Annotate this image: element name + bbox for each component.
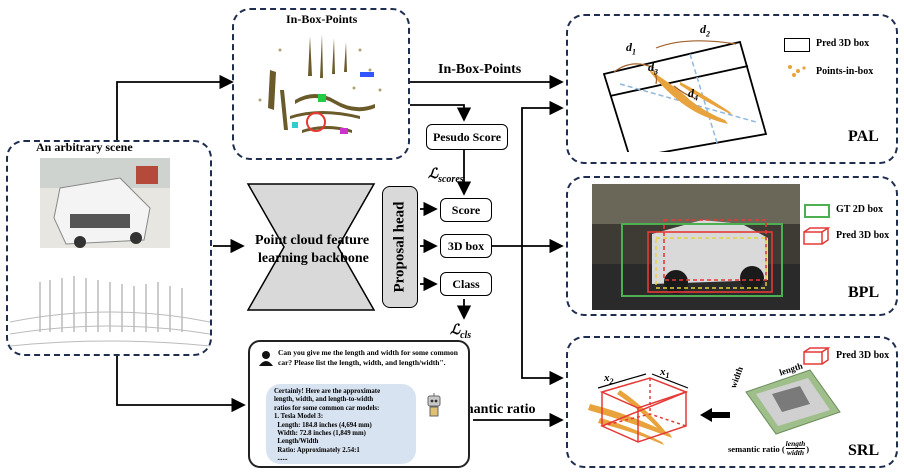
chat-answer-line: length, width, and length-to-width xyxy=(274,396,374,404)
pesudo-score-box: Pesudo Score xyxy=(426,124,508,150)
pal-d1: d1 xyxy=(626,40,636,57)
srl-x2: x2 xyxy=(604,372,614,387)
arrow-scene-to-inbox xyxy=(116,74,234,140)
robot-icon xyxy=(427,393,441,417)
chat-answer-line: Certainly! Here are the approximate xyxy=(274,388,381,395)
pal-d2: d2 xyxy=(700,22,710,39)
bpl-legend-pred-swatch xyxy=(803,227,830,245)
arrow-inbox-to-pseudo xyxy=(410,104,472,122)
in-box-points-panel xyxy=(232,8,410,160)
backbone-label-2: learning backbone xyxy=(258,251,369,266)
srl-left-arrow xyxy=(700,408,730,422)
pal-panel xyxy=(566,14,898,164)
pal-d4: d4 xyxy=(688,86,698,103)
chat-answer-line: ...... xyxy=(274,455,288,463)
score-box: Score xyxy=(440,198,492,222)
srl-x1: x1 xyxy=(660,366,670,381)
in-box-points-arrow-label: In-Box-Points xyxy=(438,62,522,77)
srl-legend-pred-swatch xyxy=(803,347,830,365)
chat-answer-line: Length/Width xyxy=(274,438,319,446)
pal-illustration xyxy=(602,40,768,152)
in-box-points-title: In-Box-Points xyxy=(286,12,358,26)
arrow-scene-to-chat xyxy=(116,356,246,413)
l-cls-label: ℒcls xyxy=(450,323,472,341)
user-icon xyxy=(259,351,273,366)
box3d-box: 3D box xyxy=(440,234,492,258)
pal-legend-pred-swatch xyxy=(784,38,810,52)
pal-legend-points-swatch xyxy=(788,65,806,77)
srl-legend-pred-label: Pred 3D box xyxy=(836,350,890,361)
backbone-label-1: Point cloud feature xyxy=(255,233,370,248)
arrow-bus-to-pal xyxy=(521,100,564,246)
bpl-title: BPL xyxy=(848,284,880,301)
pal-legend-pred-label: Pred 3D box xyxy=(816,38,870,49)
bpl-camera-image xyxy=(592,184,800,310)
backbone-hourglass xyxy=(246,183,376,311)
chat-answer-line: Ratio: Approximately 2.54:1 xyxy=(274,446,360,454)
l-scores-label: ℒscores xyxy=(428,167,464,185)
chat-question: Can you give me the length and width for… xyxy=(278,348,458,367)
srl-3d-box-points xyxy=(588,373,689,445)
srl-car-topview xyxy=(745,369,841,435)
srl-panel xyxy=(566,336,898,468)
bpl-legend-gt-swatch xyxy=(804,204,830,218)
chat-answer-line: Width: 72.8 inches (1,849 mm) xyxy=(274,430,366,438)
chat-answer-line: ratios for some common car models: xyxy=(274,404,380,412)
llm-chat-panel: Can you give me the length and width for… xyxy=(248,340,470,468)
bpl-legend-pred-label: Pred 3D box xyxy=(836,230,890,241)
pal-title: PAL xyxy=(848,128,879,145)
scene-rgb-image xyxy=(40,158,170,248)
arbitrary-scene-panel xyxy=(6,140,212,356)
proposal-head-label: Proposal head xyxy=(391,201,408,293)
bpl-legend-gt-label: GT 2D box xyxy=(836,204,884,215)
bpl-panel xyxy=(566,176,898,316)
arbitrary-scene-title: An arbitrary scene xyxy=(36,140,133,154)
chat-answer-line: Length: 184.8 inches (4,694 mm) xyxy=(274,421,372,429)
chat-answer-line: 1. Tesla Model 3: xyxy=(274,413,324,421)
in-box-pointcloud-image xyxy=(258,34,382,134)
class-box: Class xyxy=(440,272,492,296)
srl-semantic-ratio-caption: semantic ratio ( length width ) xyxy=(728,439,810,457)
proposal-head: Proposal head xyxy=(382,186,418,308)
srl-title: SRL xyxy=(848,442,880,459)
arrow-bus-to-srl xyxy=(521,246,564,386)
pal-legend-points-label: Points-in-box xyxy=(816,66,874,77)
pal-d3: d3 xyxy=(648,60,658,77)
scene-pointcloud-image xyxy=(10,276,210,347)
